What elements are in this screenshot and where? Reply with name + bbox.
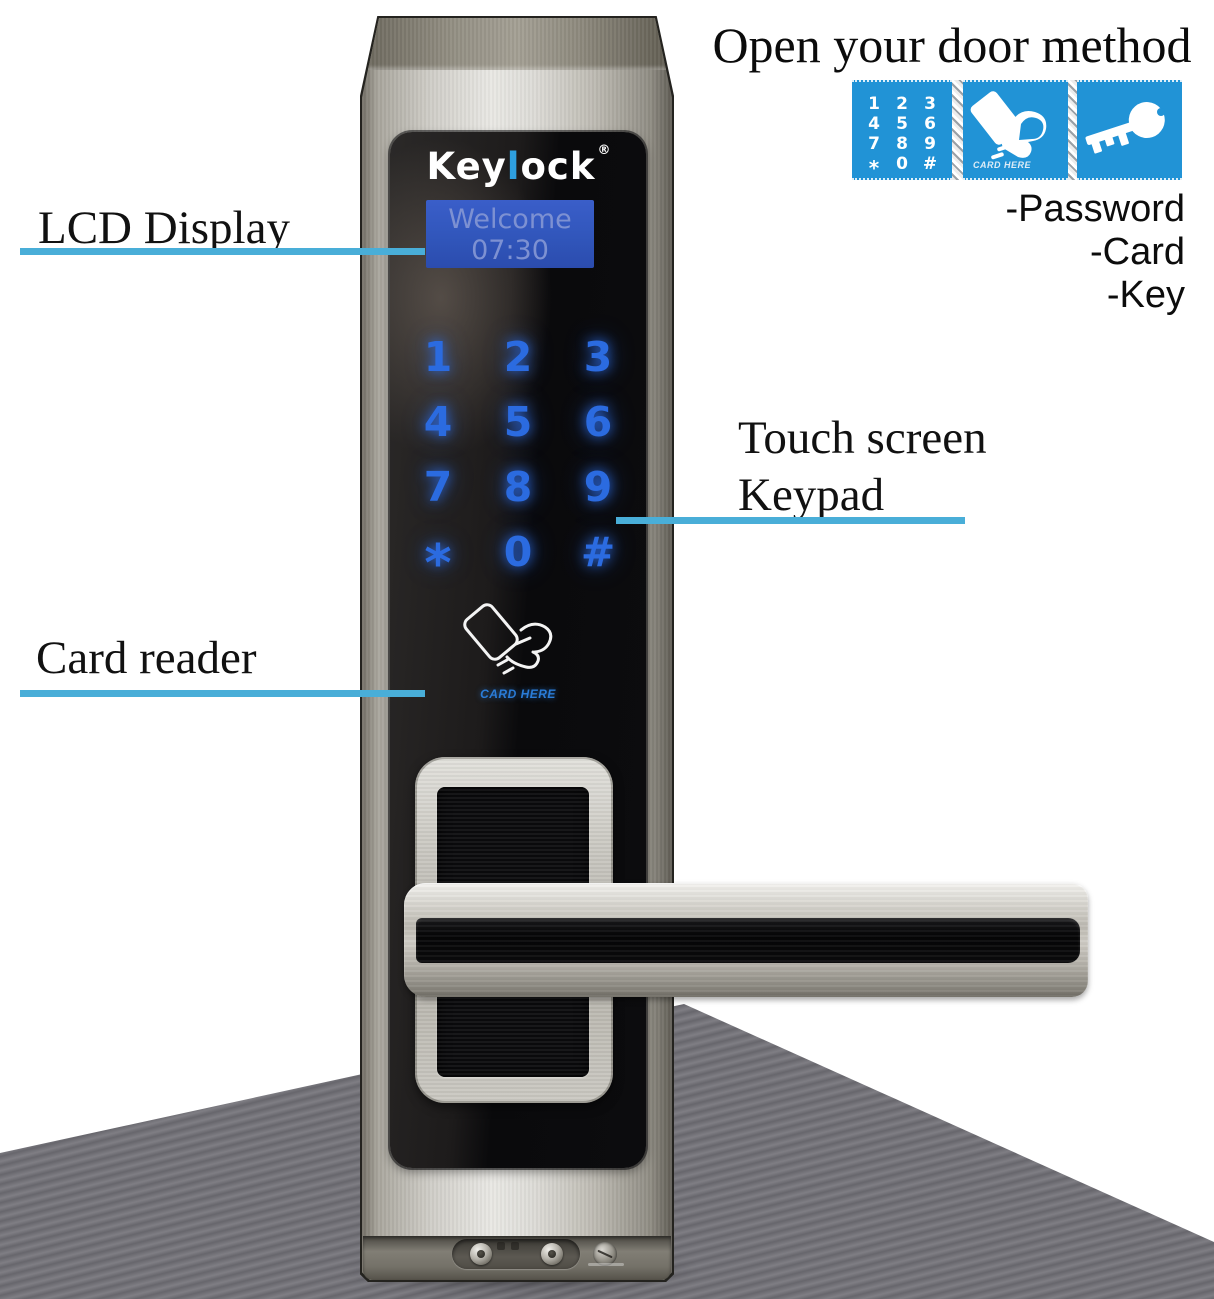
bottom-microtext — [588, 1263, 624, 1266]
method-item-password: -Password — [1005, 188, 1186, 230]
method-title: Open your door method — [712, 17, 1192, 73]
method-card-here-text: CARD HERE — [973, 160, 1032, 170]
engraving-marks — [497, 1237, 531, 1250]
keypad-key: 2 — [896, 94, 908, 114]
method-card-icon — [970, 91, 1047, 160]
lcd-line2: 07:30 — [471, 235, 549, 266]
brand-text: Key — [426, 145, 507, 188]
keypad-key: 9 — [924, 134, 936, 154]
lcd-display-label: LCD Display — [38, 202, 290, 254]
touch-keypad: 1 2 3 4 5 6 7 8 9 * 0 # — [398, 324, 638, 594]
method-keypad-icon: 1 2 3 4 5 6 7 8 9 * 0 # — [852, 82, 952, 178]
handle-black-stripe — [416, 918, 1080, 963]
touch-keypad-label-line2: Keypad — [738, 469, 885, 521]
keypad-key: 1 — [868, 94, 880, 114]
keypad-key: 5 — [503, 397, 533, 446]
touch-keypad-label-line1: Touch screen — [738, 412, 987, 464]
emergency-power-nub — [470, 1243, 492, 1265]
keypad-key: 5 — [896, 114, 908, 134]
keypad-key: 0 — [503, 527, 533, 576]
method-item-card: -Card — [1089, 231, 1185, 273]
keypad-key: 2 — [503, 332, 533, 381]
keypad-key: 1 — [423, 332, 453, 381]
brand-text-suffix: ock — [520, 145, 596, 188]
bottom-screw — [593, 1242, 617, 1266]
card-reader-leader-line — [20, 690, 425, 697]
keypad-key: * — [868, 156, 880, 180]
card-swipe-icon — [463, 603, 553, 675]
method-item-key: -Key — [1106, 274, 1185, 316]
lcd-line1: Welcome — [448, 204, 572, 235]
keypad-key: 8 — [896, 134, 908, 154]
brand-logo: Keylock® — [390, 144, 646, 188]
lcd-display: Welcome 07:30 — [426, 200, 594, 268]
keypad-key: 7 — [868, 134, 880, 154]
keypad-key: 3 — [924, 94, 936, 114]
brand-accent-letter: l — [506, 145, 521, 188]
card-reader-label: Card reader — [36, 632, 257, 684]
lcd-leader-line — [20, 248, 425, 255]
touch-keypad-label: Touch screen Keypad — [738, 410, 987, 524]
keypad-key: 4 — [423, 397, 453, 446]
tile-separator — [952, 80, 963, 180]
method-list: -Password -Card -Key — [1006, 188, 1186, 317]
keypad-key: * — [424, 533, 452, 594]
keypad-key: 7 — [423, 462, 453, 511]
tile-separator — [1068, 80, 1077, 180]
registered-mark: ® — [597, 143, 612, 158]
door-handle — [404, 883, 1088, 997]
keypad-key: 6 — [924, 114, 936, 134]
method-card-tile: CARD HERE — [963, 80, 1068, 180]
card-here-label: CARD HERE — [480, 687, 556, 701]
keypad-key: 0 — [896, 154, 908, 174]
emergency-power-nub — [541, 1243, 563, 1265]
method-key-tile — [1077, 80, 1182, 180]
keypad-key: 6 — [583, 397, 613, 446]
method-password-tile: 1 2 3 4 5 6 7 8 9 * 0 # — [852, 80, 952, 180]
method-key-icon — [1085, 102, 1165, 154]
keypad-key: 9 — [583, 462, 613, 511]
keypad-key: 8 — [503, 462, 533, 511]
touch-keypad-leader-line — [616, 517, 965, 524]
keypad-key: 4 — [868, 114, 880, 134]
lock-top-bevel — [362, 18, 672, 70]
keypad-key: # — [922, 154, 938, 174]
card-reader-zone: CARD HERE — [453, 600, 583, 701]
keypad-key: # — [580, 527, 616, 576]
keypad-key: 3 — [583, 332, 613, 381]
